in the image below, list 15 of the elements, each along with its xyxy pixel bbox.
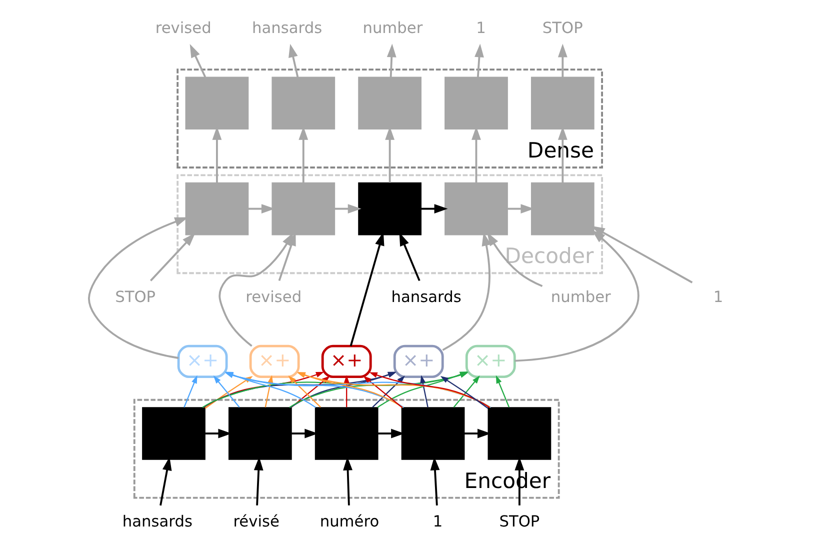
node-text: hansards — [391, 288, 462, 306]
node-text: number — [362, 18, 423, 37]
node-text: numéro — [320, 512, 380, 530]
node-text: revised — [246, 288, 302, 306]
node-text: hansards — [252, 18, 322, 37]
node-text: number — [550, 288, 611, 306]
node-text: 1 — [476, 18, 486, 37]
node-text: révisé — [233, 512, 280, 530]
node-text: STOP — [115, 288, 156, 306]
node-text: 1 — [713, 288, 724, 306]
node-text: hansards — [122, 512, 192, 530]
node-text: 1 — [432, 512, 443, 530]
node-text: STOP — [542, 18, 583, 37]
node-text: STOP — [499, 512, 540, 530]
node-text: revised — [155, 18, 212, 37]
